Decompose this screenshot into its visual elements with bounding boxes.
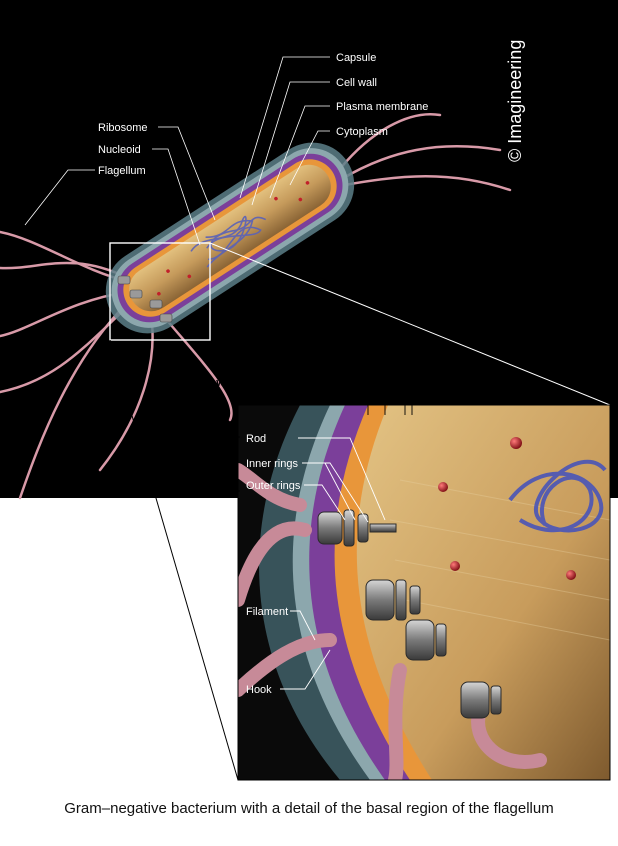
zoom-line-top [209,242,611,406]
label-cytoplasm: Cytoplasm [336,126,388,138]
label-detail-outer-membrane: Outer membrane [258,385,341,397]
label-cell-wall-group: Cell wall [193,377,237,389]
detail-leader-lines [224,340,413,492]
label-inner-rings: Inner rings [246,458,298,470]
figure-caption: Gram–negative bacterium with a detail of… [64,800,554,817]
basal-bodies-overview [117,275,173,323]
copyright-credit: © Imagineering [505,39,525,162]
label-detail-peptidoglycan: Peptidoglycan [258,369,327,381]
detail-panel [238,405,610,780]
detail-basal-bodies [317,509,502,719]
label-outer-rings: Outer rings [246,480,301,492]
label-rod: Rod [246,433,266,445]
zoom-line-bottom [109,339,239,781]
nucleoid [190,216,267,268]
detail-nucleoid [508,460,607,533]
label-flagellum: Flagellum [98,165,146,177]
label-hook: Hook [246,684,272,696]
label-detail-cytoplasm: Cytoplasm [258,335,310,347]
label-filament: Filament [246,606,288,618]
label-detail-cell-membrane: Cell (plasma) membrane [258,352,378,364]
detail-inner-leaders [280,437,386,690]
label-plasma-membrane: Plasma membrane [336,101,428,113]
label-cell-wall: Cell wall [336,77,377,89]
detail-ribosomes [438,437,576,580]
label-nucleoid: Nucleoid [98,144,141,156]
detail-cytoplasm [356,405,610,780]
label-capsule: Capsule [336,52,376,64]
detail-filaments [238,463,547,780]
ribosomes [157,181,310,296]
cytoplasm-region [129,164,331,312]
zoom-selection-box [109,242,211,341]
label-ribosome: Ribosome [98,122,148,134]
bacterium-overview [0,113,512,500]
label-basal-body-group: Basal body [152,459,212,471]
overview-leader-lines [24,56,330,246]
